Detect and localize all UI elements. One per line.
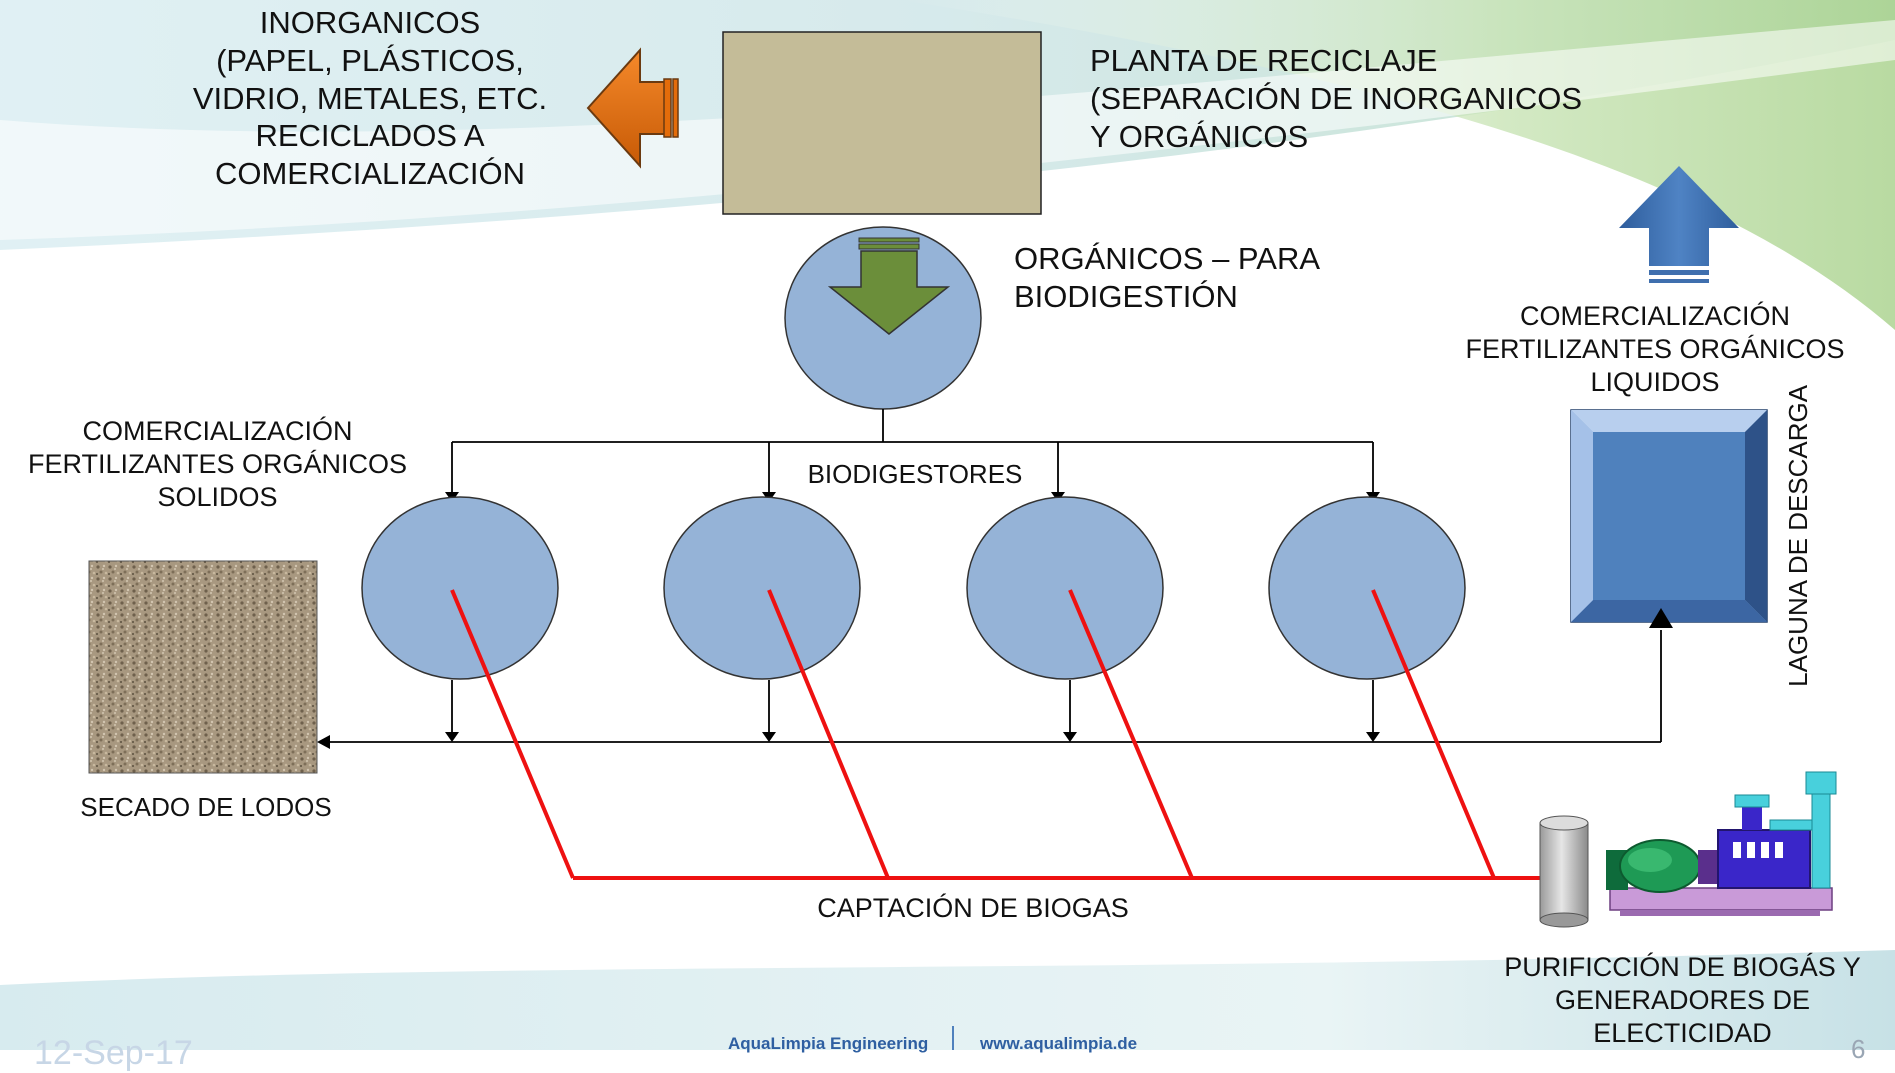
background-bottom-band [0,950,1895,1050]
biogas-lines [450,589,1544,880]
solid-fertilizer-label: COMERCIALIZACIÓN FERTILIZANTES ORGÁNICOS… [27,416,408,512]
biogas-capture-label: CAPTACIÓN DE BIOGAS [817,893,1129,923]
digester-3 [966,496,1164,680]
footer-website[interactable]: www.aqualimpia.de [980,1034,1138,1053]
digesters [361,496,1466,680]
recycling-plant-label: PLANTA DE RECICLAJE (SEPARACIÓN DE INORG… [1090,43,1583,154]
generator-icon [1606,771,1837,916]
organics-label: ORGÁNICOS – PARA BIODIGESTIÓN [1014,241,1321,314]
sludge-drying-label: SECADO DE LODOS [80,792,332,822]
purification-label: PURIFICCIÓN DE BIOGÁS Y GENERADORES DE E… [1504,952,1861,1048]
purifier-cylinder-icon [1539,815,1589,928]
orange-arrow-icon [586,47,679,169]
footer-date: 12-Sep-17 [34,1034,193,1072]
laguna-box [1570,409,1768,623]
distribution-lines [330,409,1662,743]
recycling-plant-box [722,31,1042,215]
biodigesters-label: BIODIGESTORES [807,459,1023,489]
sludge-drying-bed [88,560,318,774]
digester-4 [1268,496,1466,680]
green-arrow-icon [827,237,951,335]
digester-1 [361,496,559,680]
footer-company: AquaLimpia Engineering [728,1034,929,1053]
liquid-fertilizer-label: COMERCIALIZACIÓN FERTILIZANTES ORGÁNICOS… [1465,301,1845,397]
blue-arrow-icon [1619,166,1739,283]
diagram-graphics [0,0,1895,1050]
inorganics-label: INORGANICOS (PAPEL, PLÁSTICOS, VIDRIO, M… [192,5,548,192]
laguna-label: LAGUNA DE DESCARGA [1783,384,1814,687]
digester-2 [663,496,861,680]
